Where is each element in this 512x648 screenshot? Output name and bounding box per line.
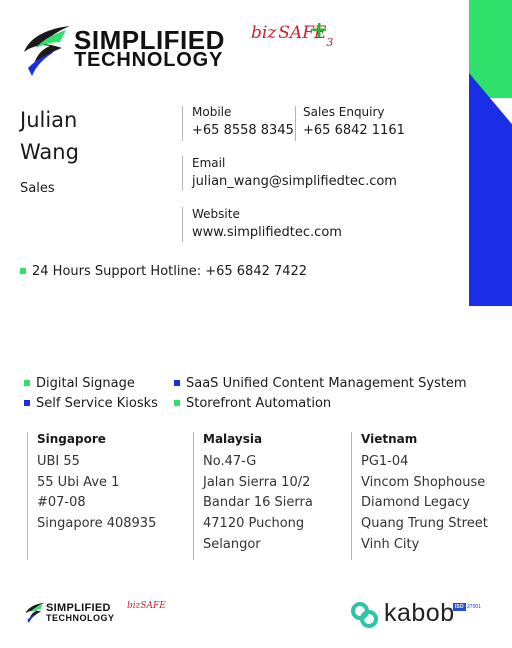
office-country: Malaysia [203, 432, 263, 446]
address-line: UBI 55 [37, 454, 80, 469]
website-link[interactable]: www.simplifiedtec.com [192, 225, 342, 240]
service-item: Storefront Automation [174, 396, 331, 411]
hotline-text: 24 Hours Support Hotline: +65 6842 7422 [32, 264, 308, 279]
mobile-value[interactable]: +65 8558 8345 [192, 123, 294, 138]
first-name: Julian [20, 108, 78, 132]
mobile-label: Mobile [192, 105, 232, 119]
bullet-square-icon [20, 267, 26, 274]
address-line: Diamond Legacy [361, 495, 470, 511]
footer-bizsafe-logo: bizSAFE [127, 601, 166, 611]
address-line: 55 Ubi Ave 1 [37, 474, 120, 490]
bullet-square-icon [174, 399, 180, 406]
sales-enquiry-label: Sales Enquiry [303, 105, 385, 119]
address-line: Bandar 16 Sierra [203, 495, 313, 511]
service-label: Storefront Automation [186, 396, 332, 411]
bizsafe-biz: biz [251, 23, 277, 43]
divider-website [182, 207, 183, 242]
address-line: Vinh City [361, 536, 420, 552]
office-vietnam: Vietnam PG1-04 Vincom Shophouse Diamond … [351, 432, 488, 560]
divider-sales [295, 106, 296, 141]
footer-company-logo[interactable]: SIMPLIFIED TECHNOLOGY bizSAFE [24, 600, 166, 630]
service-item: Self Service Kiosks [24, 396, 158, 411]
kabob-link-icon [351, 602, 378, 628]
logo-text-technology: TECHNOLOGY [74, 49, 224, 71]
office-divider [27, 432, 28, 560]
address-line: PG1-04 [361, 454, 409, 469]
logo-text-simplified: SIMPLIFIED [74, 25, 225, 55]
bullet-square-icon [24, 399, 30, 406]
service-label: Digital Signage [36, 376, 135, 391]
person-role: Sales [20, 181, 55, 196]
kabob-logo[interactable]: kabob ISO 27001 [350, 598, 490, 632]
email-link[interactable]: julian_wang@simplifiedtec.com [192, 174, 397, 189]
bullet-square-icon [174, 379, 180, 386]
service-label: SaaS Unified Content Management System [186, 376, 467, 391]
divider-mobile [182, 106, 183, 141]
iso-badge: ISO [453, 603, 466, 611]
logo-swoosh-icon [25, 602, 45, 624]
divider-email [182, 156, 183, 191]
address-line: #07-08 [37, 495, 86, 511]
kabob-wordmark: kabob [384, 599, 455, 627]
iso-number: 27001 [467, 604, 481, 610]
last-name: Wang [20, 140, 79, 164]
bizsafe-safe-text: SAFE [278, 23, 327, 43]
logo-swoosh-icon [24, 26, 70, 76]
service-item: SaaS Unified Content Management System [174, 376, 467, 391]
support-hotline[interactable]: 24 Hours Support Hotline: +65 6842 7422 [20, 264, 307, 279]
sales-enquiry-value[interactable]: +65 6842 1161 [303, 123, 405, 138]
office-divider [193, 432, 194, 560]
bizsafe-plus-icon: + [309, 17, 329, 43]
address-line: Jalan Sierra 10/2 [203, 474, 311, 490]
bizsafe-safe: SAFE+ [278, 17, 328, 43]
bizsafe-level: 3 [326, 36, 334, 49]
iso-certification: ISO 27001 [453, 603, 481, 611]
footer-logo-text-simplified: SIMPLIFIED [46, 602, 111, 614]
address-line: Quang Trung Street [361, 516, 488, 532]
person-name: Julian Wang [20, 104, 140, 168]
accent-bar-blue [469, 73, 512, 306]
office-country: Singapore [37, 432, 106, 446]
address-line: Selangor [203, 536, 261, 552]
address-line: Singapore 408935 [37, 516, 157, 532]
website-label: Website [192, 207, 240, 221]
office-country: Vietnam [361, 432, 418, 446]
office-singapore: Singapore UBI 55 55 Ubi Ave 1 #07-08 Sin… [27, 432, 157, 560]
footer-logo-text-technology: TECHNOLOGY [46, 613, 115, 623]
email-label: Email [192, 156, 226, 170]
bullet-square-icon [24, 379, 30, 386]
office-divider [351, 432, 352, 560]
service-label: Self Service Kiosks [36, 396, 158, 411]
office-malaysia: Malaysia No.47-G Jalan Sierra 10/2 Banda… [193, 432, 313, 560]
address-line: No.47-G [203, 454, 257, 469]
address-line: 47120 Puchong [203, 516, 305, 532]
service-item: Digital Signage [24, 376, 135, 391]
address-line: Vincom Shophouse [361, 474, 486, 490]
